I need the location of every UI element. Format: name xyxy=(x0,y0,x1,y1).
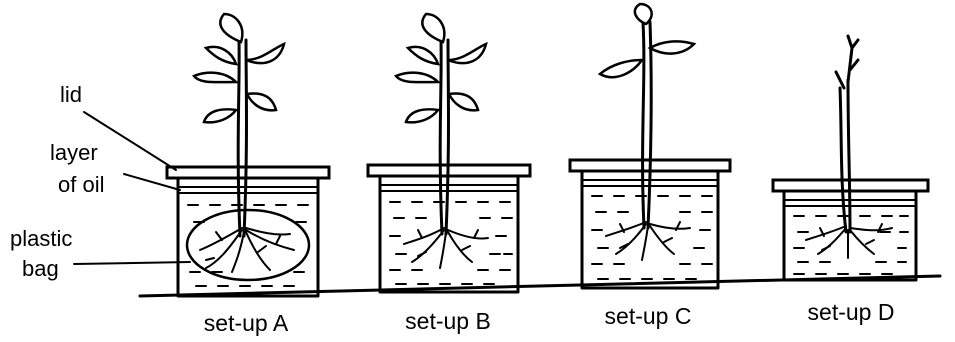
beaker-a xyxy=(165,165,331,298)
setup-d: set-up D xyxy=(771,34,930,325)
caption-b: set-up B xyxy=(405,308,491,334)
caption-d: set-up D xyxy=(808,299,895,325)
stem-b xyxy=(438,38,450,236)
water-a xyxy=(187,204,309,287)
leaves-a xyxy=(192,12,286,124)
water-b xyxy=(389,201,513,285)
label-bag-line2: bag xyxy=(22,256,59,281)
leaves-b xyxy=(394,12,488,124)
water-c xyxy=(591,195,713,280)
labels: lid layer of oil plastic bag xyxy=(10,82,191,281)
bare-twigs-d xyxy=(834,34,860,90)
label-layer-line2: of oil xyxy=(58,172,104,197)
roots-a xyxy=(199,227,295,273)
water-d xyxy=(793,215,909,275)
label-lid: lid xyxy=(60,82,82,107)
stem-d xyxy=(838,78,852,234)
caption-a: set-up A xyxy=(204,310,289,336)
label-layer-line1: layer xyxy=(50,140,98,165)
stem-a xyxy=(236,38,248,238)
setup-c: set-up C xyxy=(568,2,732,329)
lid-a xyxy=(165,165,331,180)
stem-c xyxy=(641,20,653,230)
plastic-bag-a xyxy=(185,208,311,282)
caption-c: set-up C xyxy=(605,303,692,329)
label-bag-line1: plastic xyxy=(10,226,72,251)
setup-a: set-up A xyxy=(165,12,331,336)
pointer-bag xyxy=(73,261,191,265)
setup-b: set-up B xyxy=(366,12,532,334)
roots-d xyxy=(805,223,893,259)
pointer-oil xyxy=(123,173,181,191)
leaves-c xyxy=(597,2,697,79)
pointer-lid xyxy=(83,111,177,171)
